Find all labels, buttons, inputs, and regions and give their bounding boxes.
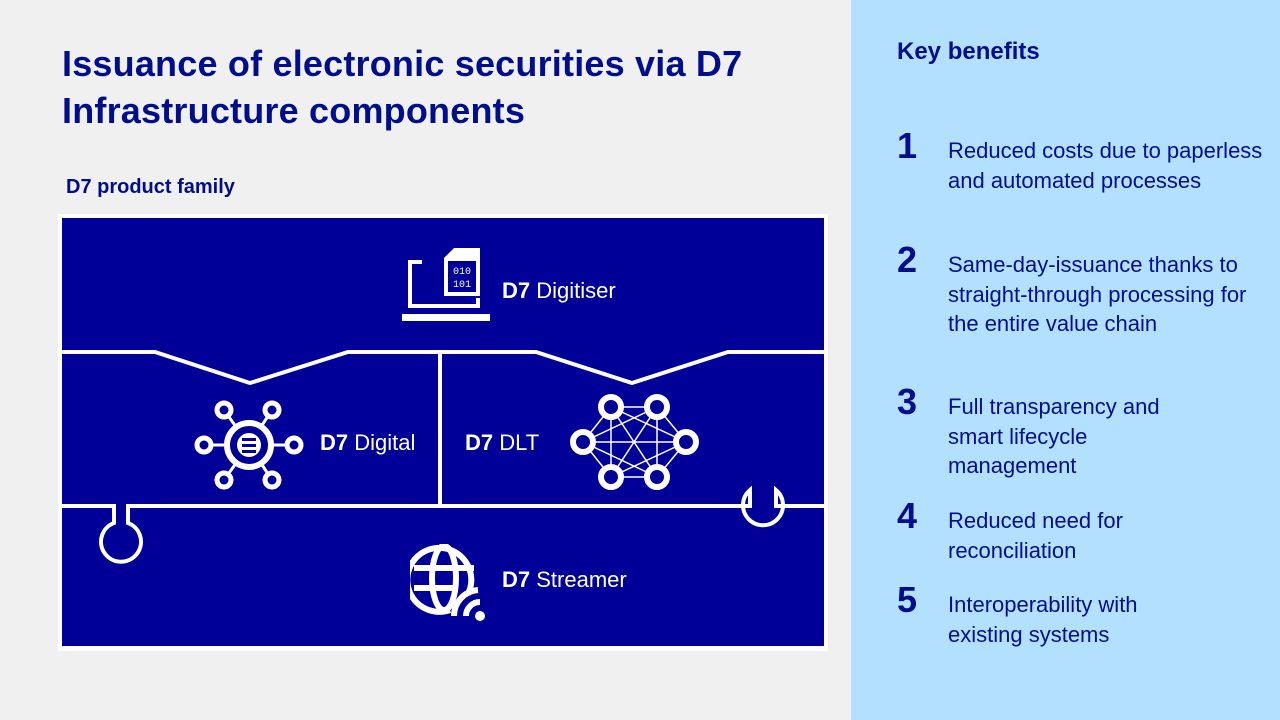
benefit-number: 3: [897, 381, 918, 422]
product-name: Digitiser: [536, 278, 616, 303]
puzzle-background: [62, 218, 824, 646]
mesh-network-icon: [570, 394, 699, 490]
product-label-streamer: D7 Streamer: [502, 567, 627, 593]
product-name: DLT: [499, 430, 540, 455]
product-puzzle-diagram: 010 101 D7 Digitiser D7 Digit: [58, 214, 828, 651]
globe-signal-icon: [410, 544, 485, 621]
product-family-label: D7 product family: [66, 176, 235, 198]
benefit-number: 5: [897, 579, 918, 620]
binary-bottom-text: 101: [453, 280, 471, 291]
product-name: Digital: [354, 430, 416, 455]
benefit-text: Interoperability with existing systems: [948, 592, 1138, 647]
benefit-text: Same-day-issuance thanks to straight-thr…: [948, 252, 1247, 336]
product-prefix: D7: [502, 278, 531, 303]
product-prefix: D7: [502, 567, 531, 592]
product-label-digitiser: D7 Digitiser: [502, 278, 616, 304]
key-benefits-panel: Key benefits 1 Reduced costs due to pape…: [851, 0, 1280, 720]
benefit-text: Full transparency and smart lifecycle ma…: [948, 394, 1160, 478]
product-label-dlt: D7 DLT: [465, 430, 539, 456]
benefit-text: Reduced costs due to paperless and autom…: [948, 138, 1263, 193]
database-hub-icon: [194, 400, 304, 490]
separator-bottom: [62, 485, 824, 564]
page-title: Issuance of electronic securities via D7…: [62, 43, 743, 131]
key-benefits-heading: Key benefits: [897, 38, 1040, 65]
product-prefix: D7: [465, 430, 494, 455]
benefit-number: 4: [897, 495, 918, 536]
binary-top-text: 010: [453, 267, 471, 278]
product-name: Streamer: [536, 567, 627, 592]
product-prefix: D7: [320, 430, 349, 455]
puzzle-frame: [58, 214, 828, 651]
benefit-number: 1: [897, 125, 918, 166]
laptop-document-binary-icon: 010 101: [402, 248, 490, 321]
benefit-number: 2: [897, 239, 918, 280]
product-label-digital: D7 Digital: [320, 430, 415, 456]
benefit-text: Reduced need for reconciliation: [948, 508, 1123, 563]
